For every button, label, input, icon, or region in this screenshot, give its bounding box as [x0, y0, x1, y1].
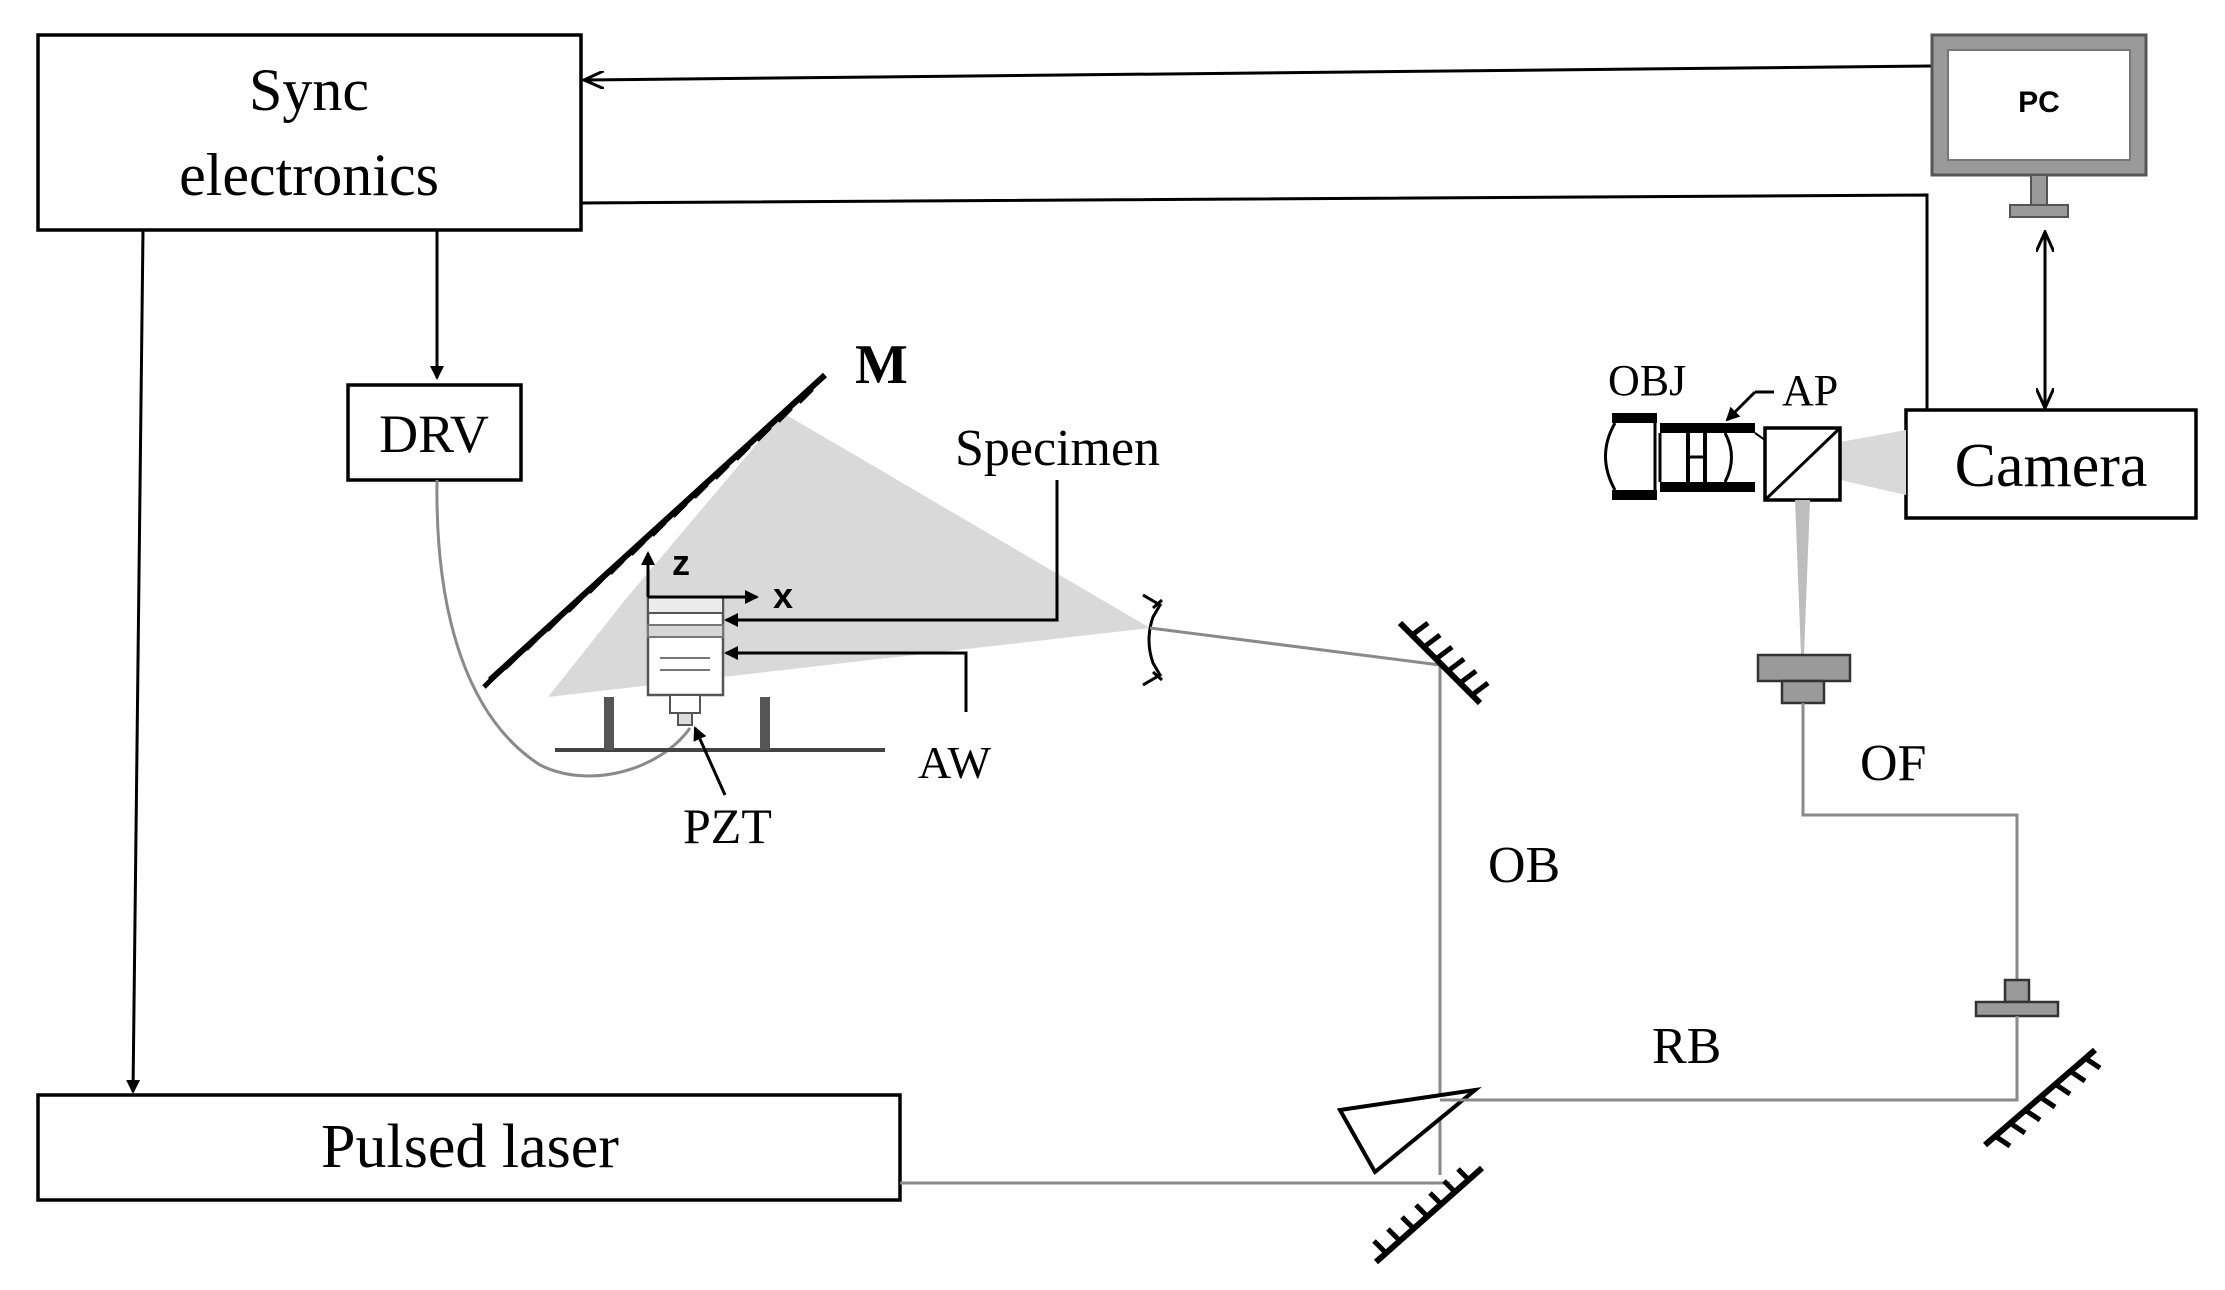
pzt-pointer	[693, 726, 727, 796]
aw-label: AW	[918, 737, 992, 788]
ap-to-fiber-beam	[1795, 500, 1810, 655]
reference-beam-path	[1440, 1016, 2019, 1102]
of-label: OF	[1860, 735, 1926, 792]
specimen-holder	[646, 595, 725, 726]
specimen-stage	[555, 697, 885, 752]
diverging-lens	[1142, 593, 1163, 687]
mirror-m	[482, 372, 828, 689]
diverging-lens-mid	[1152, 598, 1163, 610]
specimen-pointer	[724, 480, 1059, 627]
fiber-coupler-lower	[1974, 978, 2060, 1018]
wedge-beam-splitter	[1336, 1086, 1482, 1176]
laser-mirror	[1372, 1165, 1484, 1265]
objective-lens-obj	[1604, 413, 1766, 500]
pc-label: PC	[2018, 86, 2060, 119]
camera-block: Camera	[1904, 408, 2198, 520]
m-label: M	[855, 334, 908, 396]
ob-label: OB	[1488, 837, 1560, 894]
pulsed-laser-label: Pulsed laser	[321, 1113, 619, 1181]
ap-label: AP	[1782, 366, 1838, 415]
reference-beam-mirror	[1983, 1047, 2102, 1149]
diverging-lens-mid2	[1152, 670, 1163, 682]
drv-label: DRV	[379, 404, 489, 464]
sync-electronics-block: Sync electronics	[36, 33, 583, 232]
obj-label: OBJ	[1608, 356, 1686, 405]
x-axis-label: x	[773, 575, 793, 616]
pc-to-sync-signal-line	[584, 64, 1933, 80]
specimen-label: Specimen	[955, 420, 1160, 477]
aw-pointer	[724, 646, 968, 712]
beam-splitter-ap	[1763, 426, 1842, 502]
optical-fiber	[1801, 703, 2019, 980]
z-axis-label: z	[672, 542, 690, 583]
fiber-coupler-upper	[1756, 653, 1852, 705]
pzt-label: PZT	[683, 798, 772, 854]
ap-pointer-arrow	[1725, 390, 1757, 422]
sync-electronics-label-line1: Sync	[249, 57, 369, 123]
sync-to-laser-line	[126, 229, 145, 1094]
rb-label: RB	[1652, 1018, 1721, 1075]
object-beam-path	[1149, 626, 1442, 1175]
object-beam-mirror	[1397, 620, 1490, 706]
drv-to-pzt-cable	[435, 479, 692, 778]
camera-light-cone	[1840, 430, 1906, 495]
sync-to-camera-trigger-line	[580, 193, 1929, 410]
pc-monitor: PC	[1930, 33, 2148, 218]
sync-electronics-label-line2: electronics	[179, 142, 439, 208]
camera-label: Camera	[1955, 432, 2148, 500]
drv-block: DRV	[346, 383, 523, 482]
pulsed-laser-block: Pulsed laser	[36, 1093, 902, 1202]
